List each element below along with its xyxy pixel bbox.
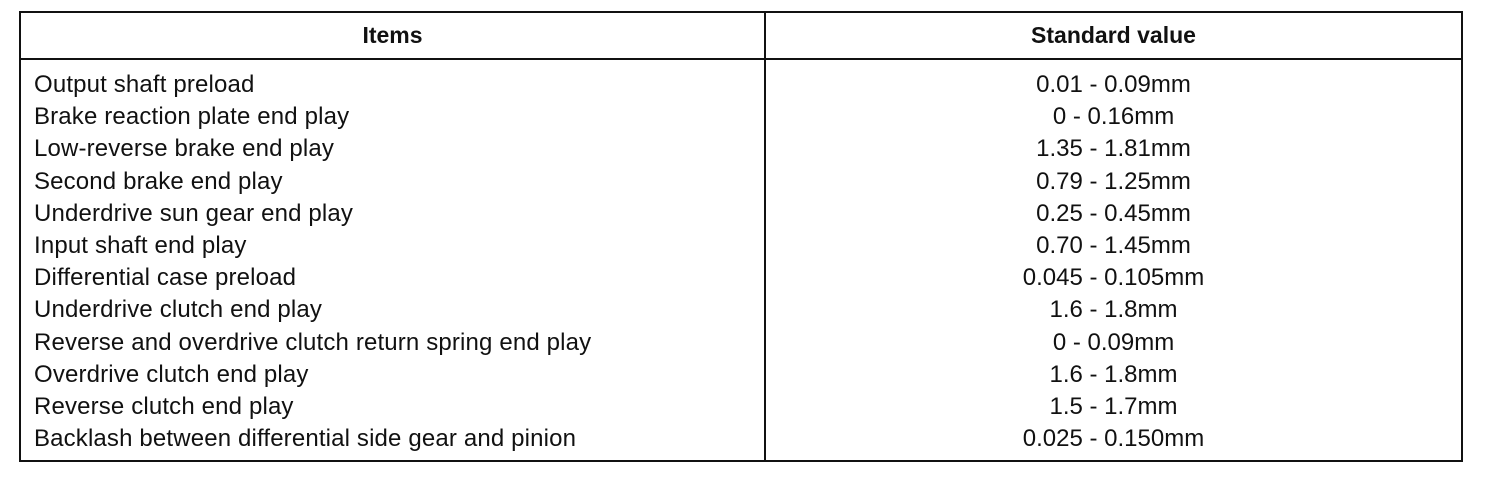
item-cell: Underdrive sun gear end play <box>34 199 354 227</box>
value-cell: 0.25 - 0.45mm <box>1036 199 1191 227</box>
item-cell: Reverse and overdrive clutch return spri… <box>34 328 592 356</box>
item-cell: Input shaft end play <box>34 231 247 259</box>
table-row: Differential case preload 0.045 - 0.105m… <box>21 262 1461 294</box>
value-cell: 1.5 - 1.7mm <box>1049 392 1178 420</box>
table-row: Low-reverse brake end play 1.35 - 1.81mm <box>21 133 1461 165</box>
table-row: Underdrive sun gear end play 0.25 - 0.45… <box>21 198 1461 230</box>
value-cell: 1.6 - 1.8mm <box>1049 296 1178 324</box>
value-cell: 0.79 - 1.25mm <box>1036 167 1191 195</box>
value-cell: 1.35 - 1.81mm <box>1036 135 1191 163</box>
table-row: Reverse clutch end play 1.5 - 1.7mm <box>21 391 1461 423</box>
item-cell: Underdrive clutch end play <box>34 296 323 324</box>
item-cell: Output shaft preload <box>34 71 255 98</box>
table-row: Backlash between differential side gear … <box>21 423 1461 455</box>
column-divider <box>764 13 766 460</box>
value-cell: 1.6 - 1.8mm <box>1049 360 1178 388</box>
table-row: Overdrive clutch end play 1.6 - 1.8mm <box>21 359 1461 391</box>
table-row: Brake reaction plate end play 0 - 0.16mm <box>21 101 1461 133</box>
table-header: Items Standard value <box>21 13 1461 60</box>
value-cell: 0 - 0.16mm <box>1052 103 1175 131</box>
table-row: Output shaft preload 0.01 - 0.09mm <box>21 69 1461 101</box>
item-cell: Second brake end play <box>34 167 283 195</box>
item-cell: Brake reaction plate end play <box>34 103 350 131</box>
item-cell: Differential case preload <box>34 264 297 292</box>
value-cell: 0.01 - 0.09mm <box>1036 71 1191 98</box>
table-row: Second brake end play 0.79 - 1.25mm <box>21 166 1461 198</box>
table-row: Reverse and overdrive clutch return spri… <box>21 327 1461 359</box>
value-cell: 0.045 - 0.105mm <box>1022 264 1205 292</box>
value-cell: 0.025 - 0.150mm <box>1022 425 1205 453</box>
item-cell: Overdrive clutch end play <box>34 360 309 388</box>
spec-table: Items Standard value Output shaft preloa… <box>19 11 1463 462</box>
table-row: Input shaft end play 0.70 - 1.45mm <box>21 230 1461 262</box>
value-cell: 0.70 - 1.45mm <box>1036 231 1191 259</box>
value-cell: 0 - 0.09mm <box>1052 328 1175 356</box>
item-cell: Reverse clutch end play <box>34 392 294 420</box>
header-standard-value: Standard value <box>1031 22 1196 48</box>
header-items: Items <box>362 22 423 48</box>
table-row: Underdrive clutch end play 1.6 - 1.8mm <box>21 294 1461 326</box>
item-cell: Backlash between differential side gear … <box>34 425 577 453</box>
item-cell: Low-reverse brake end play <box>34 135 335 163</box>
table-body: Output shaft preload 0.01 - 0.09mm Brake… <box>21 69 1461 455</box>
